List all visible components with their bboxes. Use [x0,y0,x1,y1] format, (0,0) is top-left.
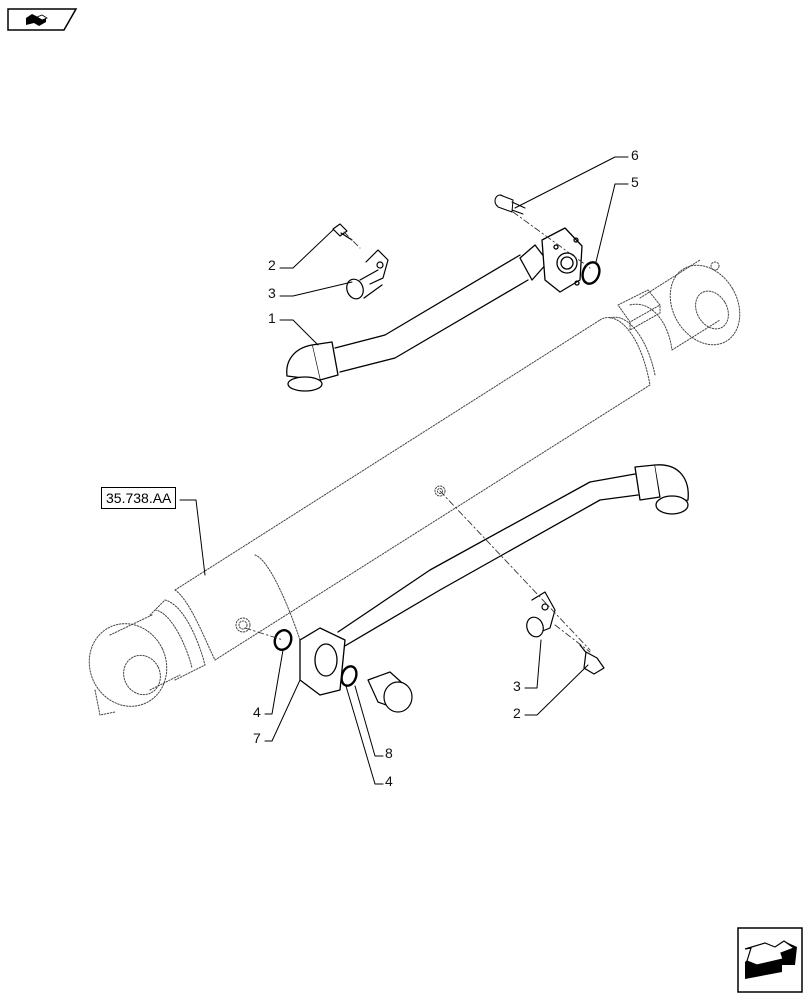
callout-1: 1 [268,310,276,326]
previous-page-button[interactable] [6,6,78,32]
next-page-button[interactable] [737,927,803,993]
o-rings [273,261,601,687]
banjo-plug [367,671,413,713]
callout-6: 6 [631,147,639,163]
callout-7: 7 [253,730,261,746]
callout-4-left: 4 [253,704,261,720]
hydraulic-cylinder [88,259,741,716]
callout-2-upper: 2 [268,257,276,273]
flange-screw [494,194,526,215]
previous-page-icon [7,8,78,31]
next-page-arrow-icon [737,927,803,993]
callout-8: 8 [385,745,393,761]
callout-3-upper: 3 [268,285,276,301]
clamp-lower [526,591,605,675]
pipe-lower [299,464,689,696]
callout-5: 5 [631,174,639,190]
callout-4-right: 4 [385,773,393,789]
pipe-upper [286,227,583,392]
callout-3-lower: 3 [513,678,521,694]
reference-link-35-738-aa[interactable]: 35.738.AA [101,487,177,509]
clamp-upper [332,223,389,300]
callout-2-lower: 2 [513,705,521,721]
